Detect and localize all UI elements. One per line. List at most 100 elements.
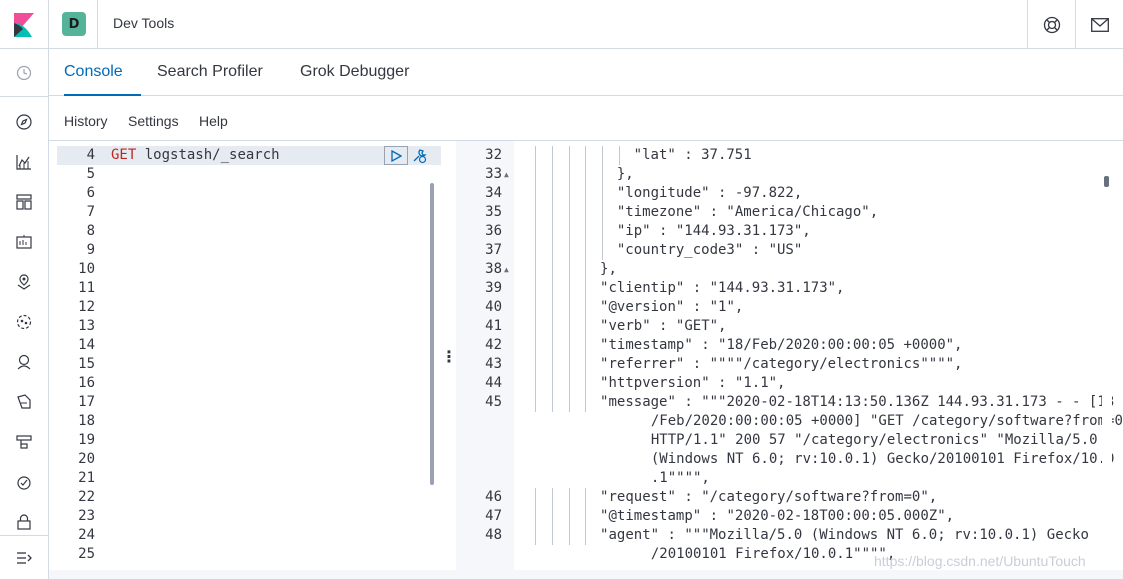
indent-guide xyxy=(602,241,604,260)
pane-resizer-handle[interactable]: ⋮ xyxy=(441,346,457,366)
indent-guide xyxy=(602,203,604,222)
editor-line[interactable]: 8 xyxy=(57,222,441,241)
line-number: 44 xyxy=(485,375,502,391)
fold-toggle-icon[interactable]: ▲ xyxy=(504,170,509,179)
indent-guide xyxy=(568,279,570,298)
siem-icon[interactable] xyxy=(12,350,36,374)
indent-guide xyxy=(585,336,587,355)
output-gutter xyxy=(456,141,514,571)
history-link[interactable]: History xyxy=(64,113,108,129)
discover-compass-icon[interactable] xyxy=(12,110,36,134)
tab-search-profiler[interactable]: Search Profiler xyxy=(157,63,263,80)
line-number: 11 xyxy=(78,280,95,296)
editor-line[interactable]: 11 xyxy=(57,279,441,298)
editor-line[interactable]: 20 xyxy=(57,450,441,469)
output-line: 45 "message" : """2020-02-18T14:13:50.13… xyxy=(456,393,1123,412)
editor-line[interactable]: 24 xyxy=(57,526,441,545)
output-code: "timestamp" : "18/Feb/2020:00:00:05 +000… xyxy=(583,337,963,353)
output-code: }, xyxy=(583,261,617,277)
line-number: 10 xyxy=(78,261,95,277)
output-line: (Windows NT 6.0; rv:10.0.1) Gecko/201001… xyxy=(456,450,1123,469)
nav-separator xyxy=(0,535,49,536)
maps-icon[interactable] xyxy=(12,270,36,294)
output-code: (Windows NT 6.0; rv:10.0.1) Gecko/201001… xyxy=(516,451,1115,467)
uptime-icon[interactable] xyxy=(12,470,36,494)
editor-line[interactable]: 22 xyxy=(57,488,441,507)
indent-guide xyxy=(568,393,570,412)
output-scrollbar[interactable] xyxy=(1104,176,1109,187)
output-line: 33▲ }, xyxy=(456,165,1123,184)
indent-guide xyxy=(568,146,570,165)
indent-guide xyxy=(568,203,570,222)
machine-learning-icon[interactable] xyxy=(12,310,36,334)
indent-guide xyxy=(551,488,553,507)
nav-separator xyxy=(0,96,49,97)
line-number: 48 xyxy=(485,527,502,543)
editor-line[interactable]: 17 xyxy=(57,393,441,412)
kibana-logo[interactable] xyxy=(0,0,49,49)
line-number: 4 xyxy=(86,147,95,163)
collapse-nav-icon[interactable] xyxy=(12,546,36,570)
logs-icon[interactable] xyxy=(12,390,36,414)
visualize-chart-icon[interactable] xyxy=(12,150,36,174)
line-number: 32 xyxy=(485,147,502,163)
tab-grok-debugger[interactable]: Grok Debugger xyxy=(300,63,410,80)
tab-console[interactable]: Console xyxy=(64,49,141,96)
indent-guide xyxy=(568,526,570,545)
line-number: 24 xyxy=(78,527,95,543)
output-code: "ip" : "144.93.31.173", xyxy=(600,223,811,239)
canvas-icon[interactable] xyxy=(12,230,36,254)
security-lock-icon[interactable] xyxy=(12,510,36,534)
editor-line[interactable]: 7 xyxy=(57,203,441,222)
editor-line[interactable]: 15 xyxy=(57,355,441,374)
indent-guide xyxy=(585,393,587,412)
recently-viewed-icon[interactable] xyxy=(12,61,36,85)
editor-line[interactable]: 4 GET logstash/_search xyxy=(57,146,441,165)
indent-guide xyxy=(535,355,536,374)
newsfeed-button[interactable] xyxy=(1075,0,1123,49)
editor-code: GET logstash/_search xyxy=(111,147,280,163)
output-code: /Feb/2020:00:00:05 +0000] "GET /category… xyxy=(516,413,1123,429)
line-number: 7 xyxy=(86,204,95,220)
editor-line[interactable]: 25 xyxy=(57,545,441,564)
request-options-button[interactable] xyxy=(409,146,429,165)
space-avatar[interactable]: D xyxy=(62,12,86,36)
indent-guide xyxy=(568,488,570,507)
output-code: "country_code3" : "US" xyxy=(600,242,803,258)
indent-guide xyxy=(535,203,536,222)
help-menu-button[interactable] xyxy=(1027,0,1075,49)
line-number: 8 xyxy=(86,223,95,239)
indent-guide xyxy=(585,184,587,203)
output-line: 44 "httpversion" : "1.1", xyxy=(456,374,1123,393)
mail-icon xyxy=(1090,17,1109,32)
fold-toggle-icon[interactable]: ▲ xyxy=(504,265,509,274)
indent-guide xyxy=(568,165,570,184)
dashboard-icon[interactable] xyxy=(12,190,36,214)
editor-line[interactable]: 18 xyxy=(57,412,441,431)
output-code: "longitude" : -97.822, xyxy=(600,185,803,201)
output-line: 46 "request" : "/category/software?from=… xyxy=(456,488,1123,507)
dev-tools-icon[interactable] xyxy=(12,430,36,454)
editor-line[interactable]: 10 xyxy=(57,260,441,279)
editor-line[interactable]: 12 xyxy=(57,298,441,317)
editor-line[interactable]: 23 xyxy=(57,507,441,526)
editor-line[interactable]: 9 xyxy=(57,241,441,260)
indent-guide xyxy=(585,374,587,393)
send-request-button[interactable] xyxy=(384,146,408,165)
editor-line[interactable]: 14 xyxy=(57,336,441,355)
editor-line[interactable]: 13 xyxy=(57,317,441,336)
help-link[interactable]: Help xyxy=(199,113,228,129)
editor-line[interactable]: 5 xyxy=(57,165,441,184)
editor-line[interactable]: 21 xyxy=(57,469,441,488)
indent-guide xyxy=(568,374,570,393)
line-number: 43 xyxy=(485,356,502,372)
settings-link[interactable]: Settings xyxy=(128,113,179,129)
editor-line[interactable]: 6 xyxy=(57,184,441,203)
indent-guide xyxy=(551,279,553,298)
editor-line[interactable]: 16 xyxy=(57,374,441,393)
indent-guide xyxy=(535,488,536,507)
editor-line[interactable]: 19 xyxy=(57,431,441,450)
editor-scrollbar[interactable] xyxy=(430,183,434,485)
